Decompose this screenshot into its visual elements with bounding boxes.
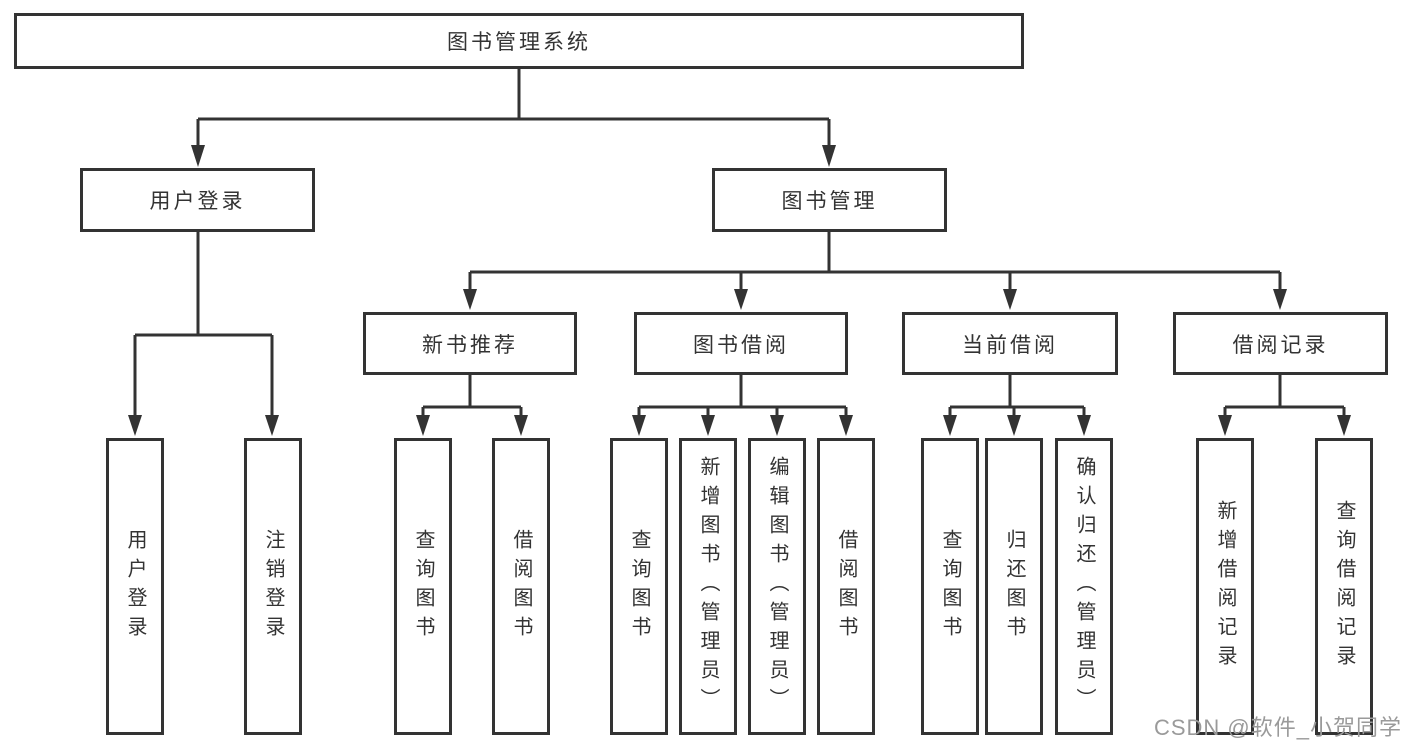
node-borrow-record: 借阅记录 — [1173, 312, 1388, 375]
arrowhead-icon — [1218, 415, 1232, 436]
node-label: 归还图书 — [1003, 528, 1025, 645]
connector-borrow-record-branch — [1223, 375, 1346, 422]
arrowhead-icon — [265, 415, 279, 436]
arrowhead-icon — [1337, 415, 1351, 436]
connector-current-borrow-branch — [948, 375, 1086, 422]
arrowhead-icon — [463, 289, 477, 310]
node-book-management: 图书管理 — [712, 168, 947, 232]
node-label: 查询图书 — [939, 528, 961, 645]
node-label: 编辑图书（管理员） — [766, 456, 788, 717]
node-label: 用户登录 — [149, 190, 246, 213]
node-add-book-admin: 新增图书（管理员） — [679, 438, 737, 735]
arrowhead-icon — [1077, 415, 1091, 436]
node-label: 图书管理系统 — [447, 31, 591, 54]
node-label: 确认归还（管理员） — [1073, 456, 1095, 717]
node-user-login-action: 用户登录 — [106, 438, 164, 735]
arrowhead-icon — [770, 415, 784, 436]
node-label: 查询图书 — [412, 528, 434, 645]
node-logout-action: 注销登录 — [244, 438, 302, 735]
node-library-system: 图书管理系统 — [14, 13, 1024, 69]
node-label: 图书管理 — [781, 190, 878, 213]
node-label: 图书借阅 — [693, 333, 789, 357]
node-label: 借阅记录 — [1232, 333, 1329, 357]
node-label: 借阅图书 — [835, 528, 857, 645]
arrowhead-icon — [128, 415, 142, 436]
node-label: 用户登录 — [124, 528, 146, 645]
node-query-borrow-record: 查询借阅记录 — [1315, 438, 1373, 735]
connector-root-to-level2 — [196, 69, 831, 152]
arrowhead-icon — [416, 415, 430, 436]
arrowhead-icon — [1007, 415, 1021, 436]
node-add-borrow-record: 新增借阅记录 — [1196, 438, 1254, 735]
arrowhead-icon — [734, 289, 748, 310]
arrowhead-icon — [1003, 289, 1017, 310]
node-borrow-book-action: 借阅图书 — [817, 438, 875, 735]
connector-user-login-branch — [133, 232, 274, 422]
node-edit-book-admin: 编辑图书（管理员） — [748, 438, 806, 735]
node-label: 新增图书（管理员） — [697, 456, 719, 717]
arrowhead-icon — [1273, 289, 1287, 310]
node-query-book-current: 查询图书 — [921, 438, 979, 735]
csdn-watermark: CSDN @软件_小贺同学 — [1153, 715, 1402, 740]
node-query-book-recommend: 查询图书 — [394, 438, 452, 735]
node-borrow-book-recommend: 借阅图书 — [492, 438, 550, 735]
node-label: 查询借阅记录 — [1333, 499, 1355, 674]
node-label: 新增借阅记录 — [1214, 499, 1236, 674]
node-confirm-return-admin: 确认归还（管理员） — [1055, 438, 1113, 735]
node-label: 当前借阅 — [962, 333, 1058, 357]
node-label: 注销登录 — [262, 528, 284, 645]
node-label: 查询图书 — [628, 528, 650, 645]
arrowhead-icon — [191, 145, 205, 167]
connector-new-book-branch — [421, 375, 523, 422]
node-user-login: 用户登录 — [80, 168, 315, 232]
arrowhead-icon — [839, 415, 853, 436]
node-current-borrow: 当前借阅 — [902, 312, 1118, 375]
arrowhead-icon — [943, 415, 957, 436]
arrowhead-icon — [514, 415, 528, 436]
node-book-borrow: 图书借阅 — [634, 312, 848, 375]
node-return-book: 归还图书 — [985, 438, 1043, 735]
connector-book-management-branch — [468, 232, 1282, 296]
node-new-book-recommend: 新书推荐 — [363, 312, 577, 375]
node-label: 新书推荐 — [422, 333, 518, 357]
connector-book-borrow-branch — [637, 375, 848, 422]
node-label: 借阅图书 — [510, 528, 532, 645]
arrowhead-icon — [822, 145, 836, 167]
node-query-book-borrow: 查询图书 — [610, 438, 668, 735]
arrowhead-icon — [632, 415, 646, 436]
arrowhead-icon — [701, 415, 715, 436]
